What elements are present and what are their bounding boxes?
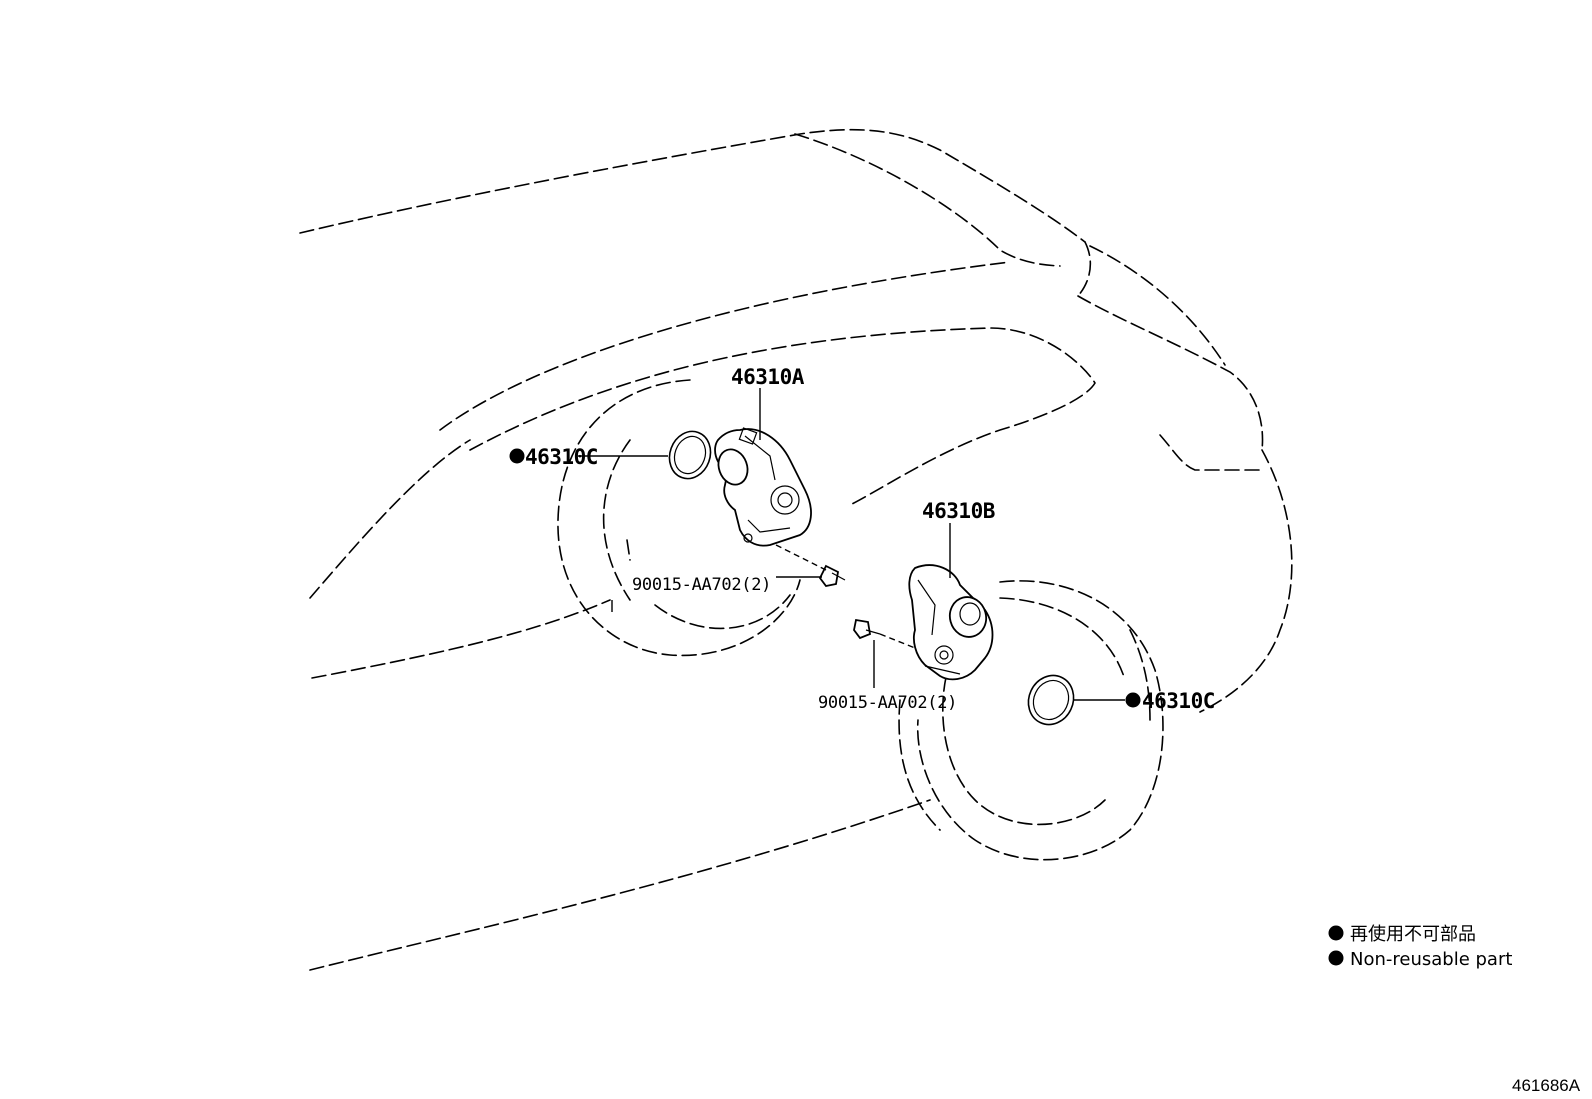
part-label-46310c-right[interactable]: 46310C bbox=[1142, 689, 1215, 713]
rear-wheel bbox=[898, 580, 1164, 861]
legend-marker-icon bbox=[1328, 950, 1344, 966]
legend: 再使用不可部品 Non-reusable part bbox=[1328, 924, 1512, 970]
part-label-bolt-right[interactable]: 90015-AA702(2) bbox=[818, 693, 957, 713]
part-label-46310a[interactable]: 46310A bbox=[731, 365, 805, 389]
legend-text-en: Non-reusable part bbox=[1350, 949, 1512, 970]
document-id: 461686A bbox=[1512, 1076, 1581, 1095]
part-label-bolt-left[interactable]: 90015-AA702(2) bbox=[632, 575, 771, 595]
actuator-motor-b[interactable] bbox=[908, 564, 994, 681]
non-reusable-marker-icon bbox=[1125, 692, 1141, 708]
leader-lines bbox=[578, 388, 1125, 701]
part-label-46310b[interactable]: 46310B bbox=[922, 499, 995, 523]
vehicle-outline bbox=[299, 128, 1293, 971]
bolt-right[interactable] bbox=[853, 618, 881, 640]
bolt-left[interactable] bbox=[818, 564, 846, 587]
legend-text-jp: 再使用不可部品 bbox=[1350, 924, 1476, 945]
seal-ring-right[interactable] bbox=[1020, 668, 1081, 732]
actuator-motor-a[interactable] bbox=[714, 427, 812, 547]
non-reusable-marker-icon bbox=[509, 448, 525, 464]
seal-ring-left[interactable] bbox=[663, 426, 717, 485]
legend-marker-icon bbox=[1328, 925, 1344, 941]
part-label-46310c-left[interactable]: 46310C bbox=[525, 445, 598, 469]
front-wheel bbox=[557, 379, 801, 657]
